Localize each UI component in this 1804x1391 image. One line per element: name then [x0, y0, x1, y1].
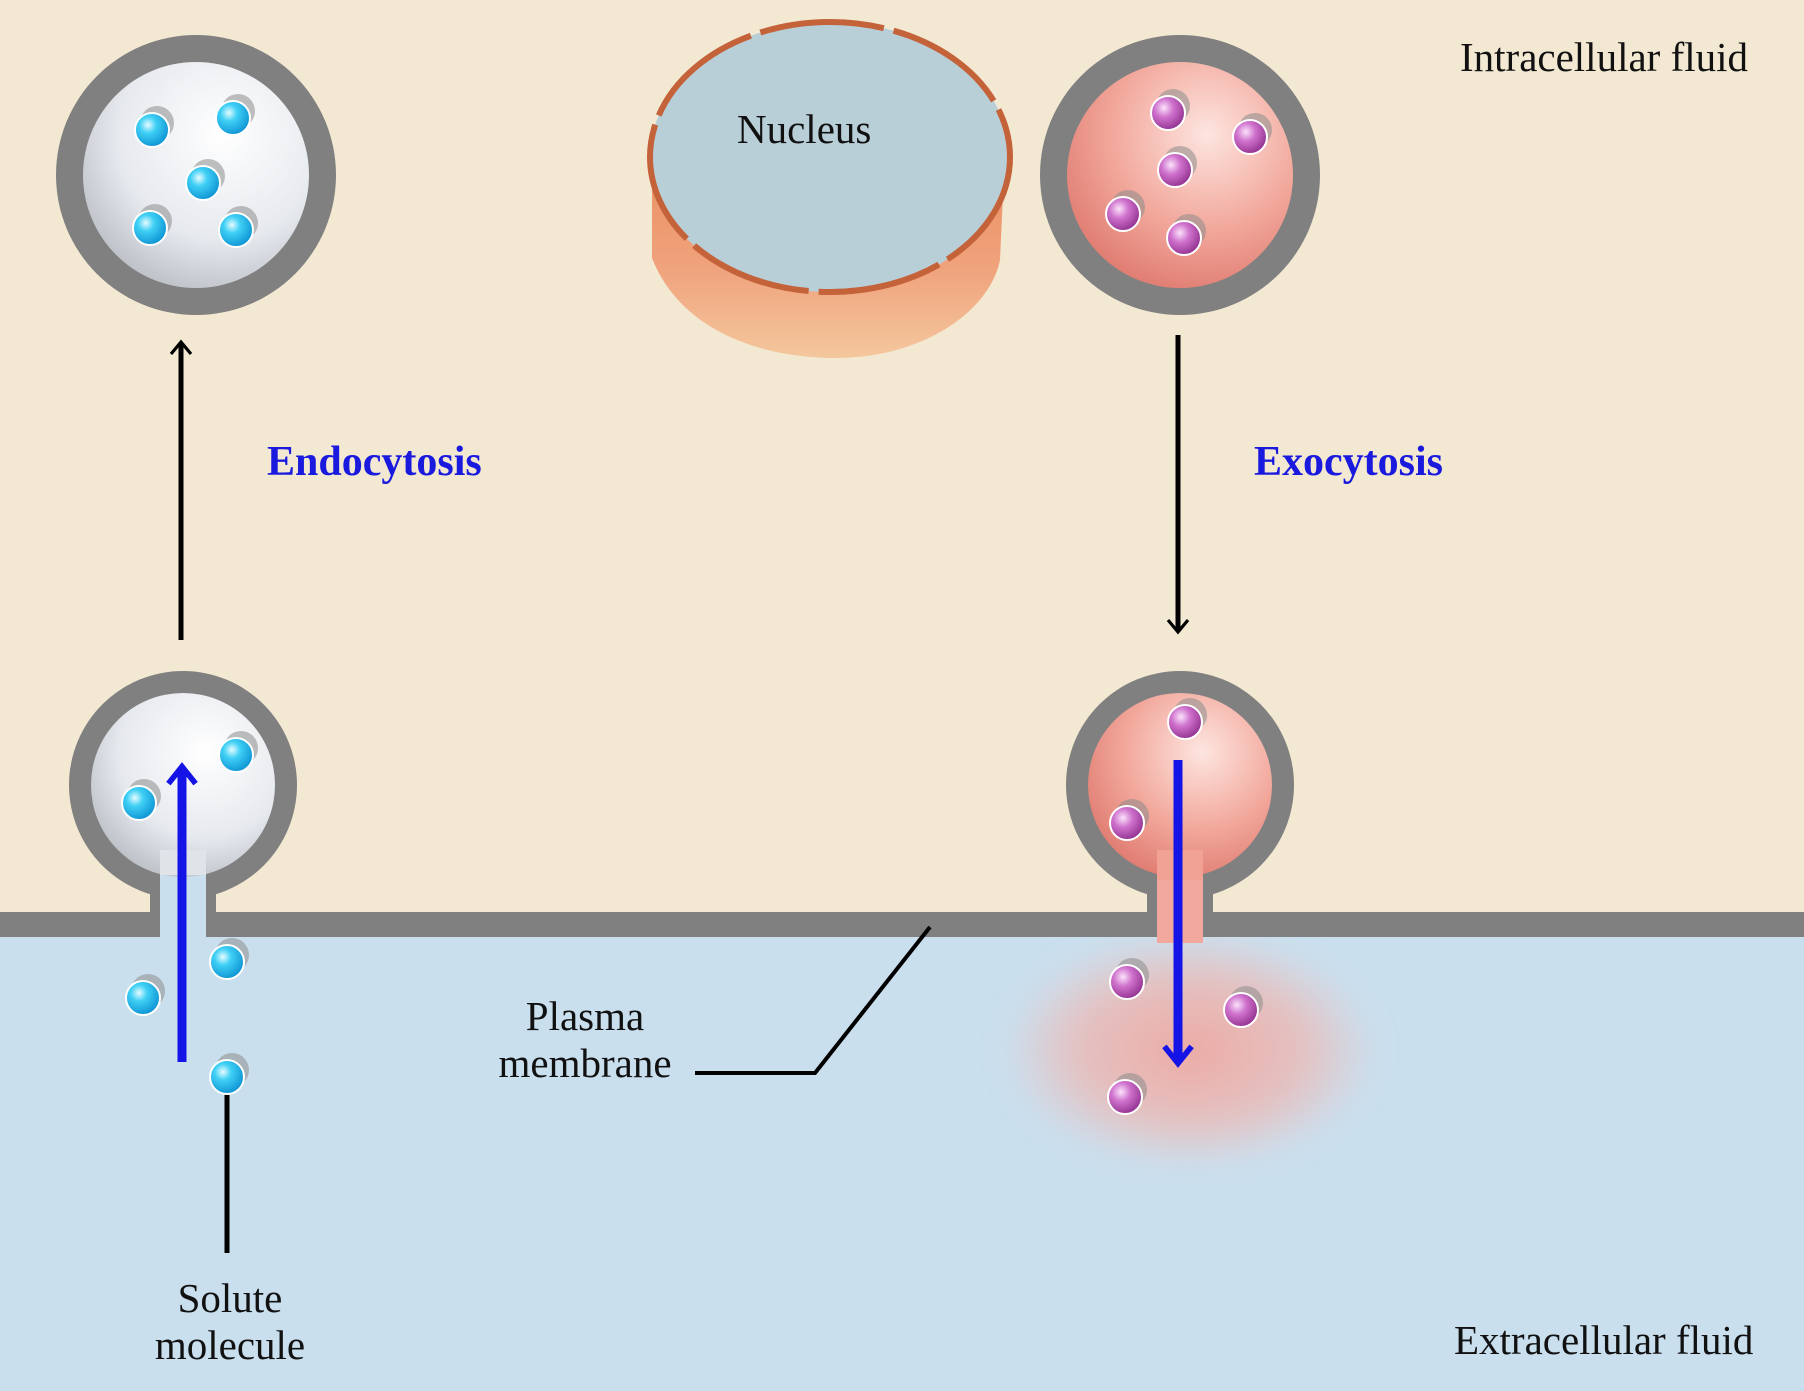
plasma-membrane-label-line1: Plasma — [525, 993, 645, 1039]
cyan-solute-molecule — [215, 94, 255, 136]
nucleus-top — [650, 22, 1010, 292]
magenta-solute-molecule — [1109, 958, 1149, 1000]
magenta-solute-molecule — [1223, 986, 1263, 1028]
intracellular-fluid-label: Intracellular fluid — [1460, 34, 1749, 80]
cyan-solute-molecule — [132, 204, 172, 246]
magenta-solute-molecule — [1150, 89, 1190, 131]
cyan-solute-molecule — [121, 779, 161, 821]
magenta-solute-molecule — [1109, 799, 1149, 841]
solute-molecule-label-line2: molecule — [154, 1322, 306, 1369]
magenta-solute-molecule — [1157, 146, 1197, 188]
endocytosis-label: Endocytosis — [267, 439, 482, 485]
magenta-solute-molecule — [1107, 1073, 1147, 1115]
magenta-solute-molecule — [1166, 214, 1206, 256]
magenta-solute-molecule — [1105, 190, 1145, 232]
cyan-solute-molecule — [125, 974, 165, 1016]
cyan-solute-molecule — [209, 938, 249, 980]
plasma-membrane-label-line2: membrane — [498, 1040, 672, 1087]
plasma-membrane-label: Plasma membrane — [480, 993, 690, 1087]
cyan-solute-molecule — [209, 1053, 249, 1095]
nucleus-label: Nucleus — [737, 106, 872, 152]
exocytosis-label: Exocytosis — [1254, 439, 1443, 485]
cyan-solute-molecule — [218, 206, 258, 248]
extracellular-fluid-label: Extracellular fluid — [1454, 1317, 1754, 1363]
plasma-membrane — [0, 912, 1804, 937]
released-contents-cloud — [1000, 930, 1380, 1170]
nucleus — [647, 19, 1013, 358]
magenta-solute-molecule — [1232, 113, 1272, 155]
nuclear-envelope — [647, 19, 1013, 295]
cyan-solute-molecule — [218, 731, 258, 773]
solute-molecules — [121, 89, 1272, 1115]
cyan-solute-molecule — [185, 159, 225, 201]
magenta-solute-molecule — [1167, 698, 1207, 740]
solute-molecule-label-line1: Solute — [177, 1275, 283, 1321]
plasma-membrane-leader-line — [695, 925, 932, 1075]
extracellular-fluid-region — [0, 925, 1804, 1391]
solute-molecule-label: Solute molecule — [130, 1275, 330, 1369]
cyan-solute-molecule — [134, 106, 174, 148]
